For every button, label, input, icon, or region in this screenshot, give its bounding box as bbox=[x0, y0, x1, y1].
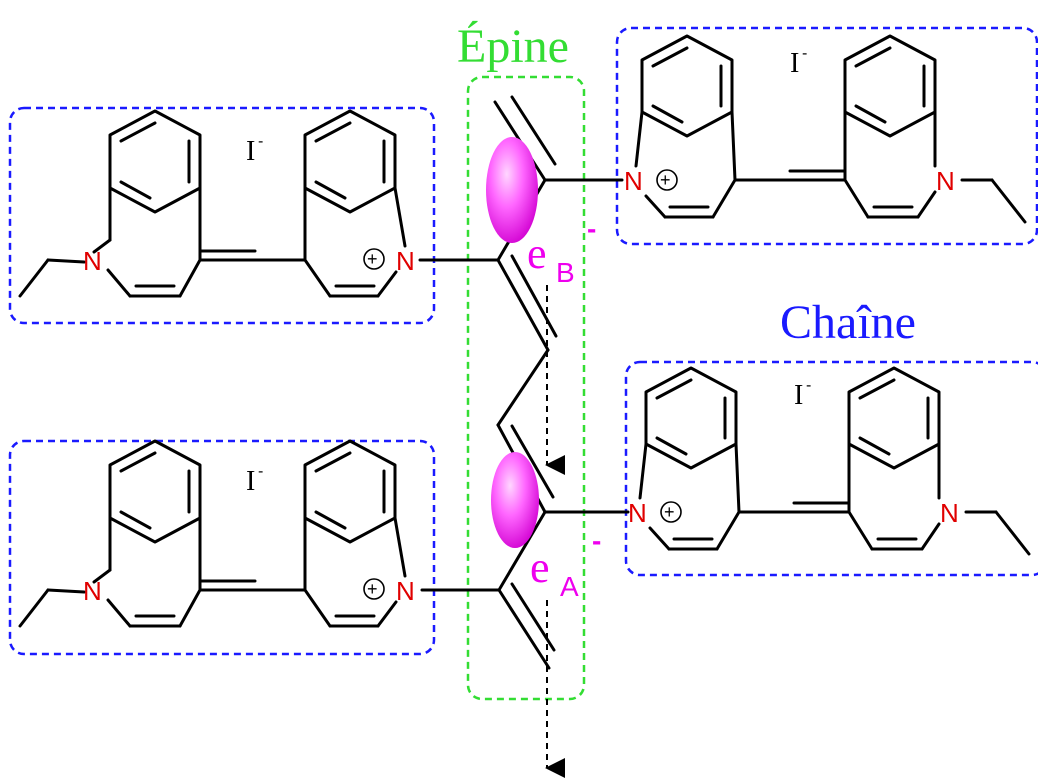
spine-box bbox=[466, 75, 586, 701]
chain-box-top-right bbox=[615, 26, 1038, 246]
nitrogen-atom: N bbox=[936, 166, 955, 196]
svg-text:+: + bbox=[664, 502, 675, 522]
cyanine-unit-top-right: N N + I - bbox=[624, 34, 1027, 224]
electron-a-label: e bbox=[530, 543, 550, 592]
iodide-label: I bbox=[246, 136, 255, 167]
svg-text:-: - bbox=[258, 463, 263, 480]
chain-box-bottom-left bbox=[8, 439, 436, 656]
chain-box-top-left bbox=[8, 106, 436, 325]
cyanine-unit-bottom-left: N N + I - bbox=[18, 439, 415, 628]
nitrogen-atom: N bbox=[940, 498, 959, 528]
positive-charge-icon bbox=[363, 578, 385, 600]
spine-title: Épine bbox=[457, 20, 569, 73]
spine-backbone bbox=[418, 95, 630, 670]
iodide-label: I bbox=[794, 380, 803, 411]
nitrogen-atom: N bbox=[83, 246, 102, 276]
electron-lobe-b bbox=[486, 137, 538, 243]
positive-charge-icon bbox=[363, 248, 385, 270]
electron-b-subscript: B bbox=[556, 257, 575, 288]
electron-a-subscript: A bbox=[560, 571, 579, 602]
svg-text:-: - bbox=[806, 377, 811, 394]
nitrogen-atom: N bbox=[396, 576, 415, 606]
svg-text:-: - bbox=[802, 45, 807, 62]
svg-text:+: + bbox=[367, 249, 378, 269]
svg-text:-: - bbox=[258, 133, 263, 150]
electron-b-label: e bbox=[527, 229, 547, 278]
cyanine-unit-bottom-right: N N + I - bbox=[628, 366, 1031, 556]
iodide-label: I bbox=[790, 48, 799, 79]
iodide-label: I bbox=[246, 466, 255, 497]
electron-b-minus: - bbox=[587, 213, 596, 244]
electron-lobe-a bbox=[491, 452, 539, 548]
svg-text:+: + bbox=[660, 170, 671, 190]
svg-text:+: + bbox=[367, 579, 378, 599]
chain-box-bottom-right bbox=[624, 360, 1038, 577]
nitrogen-atom: N bbox=[628, 498, 647, 528]
chain-title: Chaîne bbox=[780, 296, 916, 349]
nitrogen-atom: N bbox=[396, 246, 415, 276]
cyanine-unit-top-left: N N + I - bbox=[18, 109, 415, 298]
nitrogen-atom: N bbox=[624, 166, 643, 196]
electron-a-minus: - bbox=[592, 525, 601, 556]
positive-charge-icon bbox=[656, 169, 678, 191]
nitrogen-atom: N bbox=[83, 576, 102, 606]
positive-charge-icon bbox=[660, 501, 682, 523]
